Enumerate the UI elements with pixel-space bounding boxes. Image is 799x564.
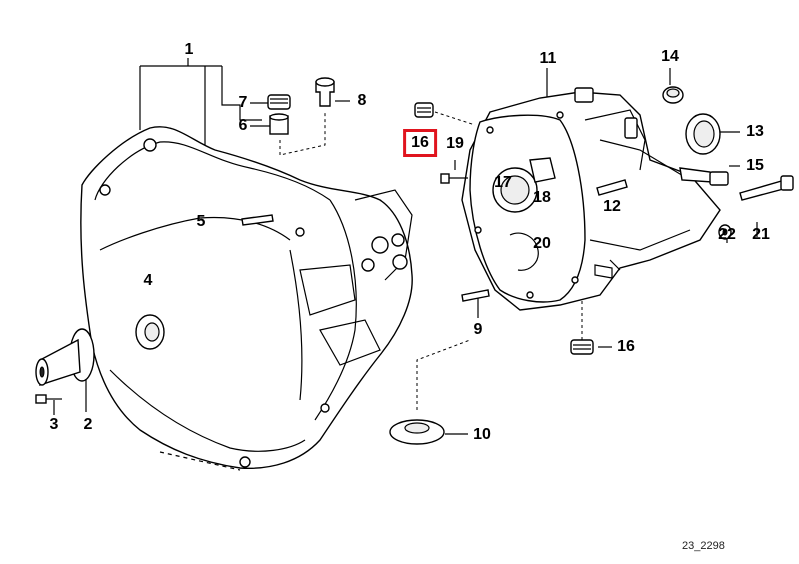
callout-10[interactable]: 10 xyxy=(473,426,491,443)
guide-sleeve-part-2 xyxy=(35,328,95,386)
pin-part-5 xyxy=(241,214,274,226)
bolt-part-3 xyxy=(35,394,62,404)
bushing-part-14 xyxy=(662,86,684,104)
washer-part-10 xyxy=(389,419,445,445)
seal-ring-part-13 xyxy=(685,113,721,155)
callout-21[interactable]: 21 xyxy=(752,226,770,243)
callout-7[interactable]: 7 xyxy=(238,94,248,111)
callout-5[interactable]: 5 xyxy=(196,213,206,230)
callout-11[interactable]: 11 xyxy=(539,50,557,67)
callout-14[interactable]: 14 xyxy=(661,48,679,65)
callout-3[interactable]: 3 xyxy=(49,416,59,433)
callout-12[interactable]: 12 xyxy=(603,198,621,215)
transmission-case xyxy=(461,87,721,311)
callout-8[interactable]: 8 xyxy=(357,92,367,109)
plug-part-16-top xyxy=(414,102,434,118)
callout-17[interactable]: 17 xyxy=(494,174,512,191)
callout-19[interactable]: 19 xyxy=(446,135,464,152)
diagram-reference-code: 23_2298 xyxy=(682,540,725,552)
bolt-part-21 xyxy=(739,175,794,201)
callout-4[interactable]: 4 xyxy=(143,272,153,289)
stud-part-12 xyxy=(596,179,628,196)
callout-13[interactable]: 13 xyxy=(746,123,764,140)
plug-part-16-bottom xyxy=(570,339,594,355)
sensor-part-15 xyxy=(679,167,729,186)
plug-part-8 xyxy=(315,77,335,107)
screw-part-19 xyxy=(440,173,468,184)
seal-part-4 xyxy=(135,314,165,350)
callout-1[interactable]: 1 xyxy=(184,41,194,58)
sleeve-part-6 xyxy=(269,113,289,135)
callout-16-highlighted[interactable]: 16 xyxy=(403,129,437,157)
callout-9[interactable]: 9 xyxy=(473,321,483,338)
callout-15[interactable]: 15 xyxy=(746,157,764,174)
callout-6[interactable]: 6 xyxy=(238,117,248,134)
callout-22[interactable]: 22 xyxy=(718,226,736,243)
pin-part-9 xyxy=(461,289,490,302)
callout-16[interactable]: 16 xyxy=(617,338,635,355)
washer-part-22 xyxy=(718,224,732,240)
bell-housing xyxy=(80,126,413,471)
callout-2[interactable]: 2 xyxy=(83,416,93,433)
plug-part-7 xyxy=(267,94,291,110)
callout-18[interactable]: 18 xyxy=(533,189,551,206)
callout-20[interactable]: 20 xyxy=(533,235,551,252)
